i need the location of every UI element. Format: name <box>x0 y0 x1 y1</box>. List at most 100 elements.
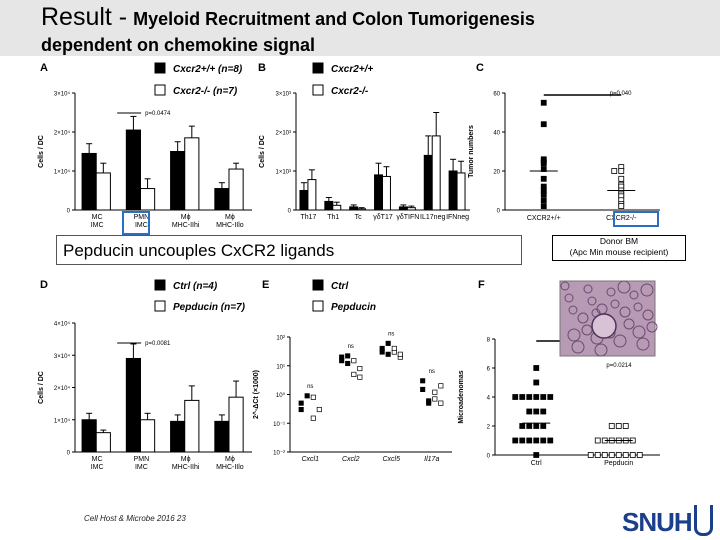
E-y-tick-label: 10⁰ <box>276 392 286 399</box>
A-bar <box>95 172 111 211</box>
D-y-tick-label: 3×10⁴ <box>54 353 71 360</box>
F-data-point <box>512 437 519 444</box>
F-x-tick-label: Pepducin <box>604 460 633 467</box>
F-data-point <box>608 452 615 458</box>
A-bar <box>139 188 156 211</box>
F-data-point <box>519 437 526 444</box>
E-data-point <box>298 400 304 406</box>
F-data-point <box>636 452 643 458</box>
D-bar <box>139 419 156 453</box>
F-y-axis-label: Microadenomas <box>458 370 465 423</box>
A-bar <box>214 188 230 211</box>
C-data-point <box>540 197 547 204</box>
B-legend-label: Cxcr2-/- <box>331 86 369 97</box>
F-y-tick-label: 2 <box>487 425 491 431</box>
slide-subtitle: dependent on chemokine signal <box>41 35 316 55</box>
A-y-tick-label: 1×10⁴ <box>54 169 71 176</box>
A-x-tick-label-line: IMC <box>91 222 104 229</box>
E-data-point <box>391 345 397 351</box>
F-data-point <box>594 452 601 458</box>
A-x-tick-label-line: PMN <box>134 214 150 221</box>
D-bar <box>125 357 141 453</box>
D-legend-swatch <box>154 279 166 291</box>
D-x-tick-label-line: Mϕ <box>225 456 235 463</box>
E-y-axis-label: 2^-ΔCt (×1000) <box>252 370 260 419</box>
E-x-tick-label: Cxcl2 <box>342 456 360 463</box>
panel-label-d: D <box>40 279 48 291</box>
D-y-tick-label: 4×10⁴ <box>54 321 71 328</box>
A-legend-label: Cxcr2-/- (n=7) <box>173 86 238 97</box>
C-data-point <box>540 160 547 167</box>
A-legend-swatch <box>154 84 166 96</box>
histology-crypt <box>583 284 593 294</box>
A-legend-swatch <box>154 62 166 74</box>
F-data-point <box>526 394 533 400</box>
E-data-point <box>345 353 351 359</box>
C-pvalue: p=0.040 <box>610 91 633 97</box>
E-data-point <box>385 340 391 346</box>
F-data-point <box>533 408 540 415</box>
histology-adenoma <box>591 313 617 339</box>
E-x-tick-label-line: Il17a <box>424 456 439 463</box>
E-data-point <box>351 371 357 377</box>
histology-crypt <box>587 296 597 306</box>
title-main: Result - <box>41 3 128 31</box>
F-data-point <box>533 365 540 371</box>
D-y-tick-label: 0 <box>67 451 71 457</box>
title-rest: Myeloid Recruitment and Colon Tumorigene… <box>133 9 535 29</box>
F-data-point <box>512 394 519 400</box>
B-y-tick-label: 3×10³ <box>275 92 291 98</box>
B-legend-label: Cxcr2+/+ <box>331 64 373 75</box>
histology-crypt <box>594 343 608 357</box>
donor-bm-line2: (Apc Min mouse recipient) <box>569 247 669 257</box>
histology-crypt <box>623 318 635 330</box>
F-data-point <box>533 394 540 400</box>
F-data-point <box>533 423 540 429</box>
A-bar <box>125 129 141 211</box>
E-x-tick-label: Cxcl1 <box>301 456 319 463</box>
A-y-tick-label: 2×10⁴ <box>54 130 71 137</box>
F-data-point <box>601 452 608 458</box>
donor-bm-box: Donor BM (Apc Min mouse recipient) <box>552 235 686 261</box>
A-bar <box>170 151 186 211</box>
D-x-tick-label-line: MHC-IIhi <box>172 464 200 471</box>
histology-crypt <box>606 287 616 297</box>
E-legend-swatch <box>312 300 324 312</box>
C-y-tick-label: 0 <box>497 209 501 215</box>
C-data-point <box>618 168 625 174</box>
B-legend-swatch <box>312 84 324 96</box>
E-data-point <box>420 378 426 384</box>
snuh-logo: SNUH <box>622 507 693 537</box>
histology-crypt <box>567 328 581 342</box>
E-ns-label: ns <box>388 331 394 337</box>
F-data-point <box>547 437 554 444</box>
B-x-tick-label: γδTIFN <box>396 214 419 221</box>
A-bar <box>81 152 97 211</box>
E-data-point <box>310 415 316 421</box>
E-data-point <box>357 365 363 372</box>
B-x-tick-label-line: γδT17 <box>373 214 393 221</box>
F-data-point <box>622 452 629 458</box>
E-data-point <box>379 349 385 355</box>
C-data-point <box>540 99 547 106</box>
D-x-tick-label-line: PMN <box>134 456 150 463</box>
B-bar <box>456 172 466 211</box>
E-x-tick-label-line: Cxcl1 <box>301 456 319 463</box>
B-legend-swatch <box>312 62 324 74</box>
B-y-axis-label: Cells / DC <box>259 135 266 168</box>
B-bar <box>382 175 391 211</box>
A-y-axis-label: Cells / DC <box>38 135 45 168</box>
A-legend-label: Cxcr2+/+ (n=8) <box>173 64 243 75</box>
E-y-tick-label: 10⁻² <box>273 451 285 457</box>
A-x-tick-label-line: Mϕ <box>225 214 235 221</box>
histology-crypt <box>568 305 578 315</box>
E-data-point <box>432 389 438 395</box>
E-data-point <box>397 351 403 357</box>
F-data-point <box>622 423 629 429</box>
B-x-tick-label: IL17neg <box>420 214 445 221</box>
F-y-tick-label: 8 <box>487 338 491 344</box>
